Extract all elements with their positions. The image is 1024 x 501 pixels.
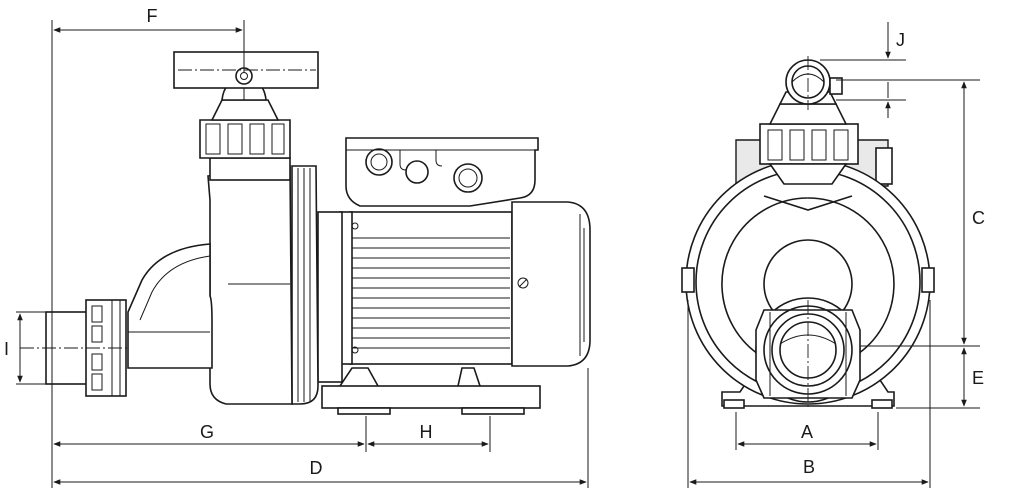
front-outlet-union <box>759 59 859 185</box>
cable-gland-3 <box>453 163 483 193</box>
cable-gland-1 <box>365 148 393 176</box>
label-B: B <box>803 457 815 477</box>
label-G: G <box>200 422 214 442</box>
label-I: I <box>4 339 9 359</box>
side-view <box>20 51 591 415</box>
cable-gland-2 <box>405 160 429 184</box>
pump-base <box>321 367 541 415</box>
terminal-box-side <box>875 147 893 185</box>
dimension-lines <box>16 20 980 488</box>
label-H: H <box>420 422 433 442</box>
motor-body <box>339 201 591 367</box>
label-C: C <box>972 208 985 228</box>
cooling-fins <box>352 237 510 349</box>
outlet-union <box>173 51 319 159</box>
suction-pipe <box>127 243 213 369</box>
label-F: F <box>147 6 158 26</box>
label-D: D <box>310 458 323 478</box>
dimension-labels: F G H D I A B C E J <box>4 6 985 478</box>
label-E: E <box>972 368 984 388</box>
label-A: A <box>801 422 813 442</box>
terminal-box <box>345 137 539 207</box>
pump-housing <box>207 157 343 405</box>
front-view <box>681 56 935 410</box>
label-J: J <box>896 30 905 50</box>
